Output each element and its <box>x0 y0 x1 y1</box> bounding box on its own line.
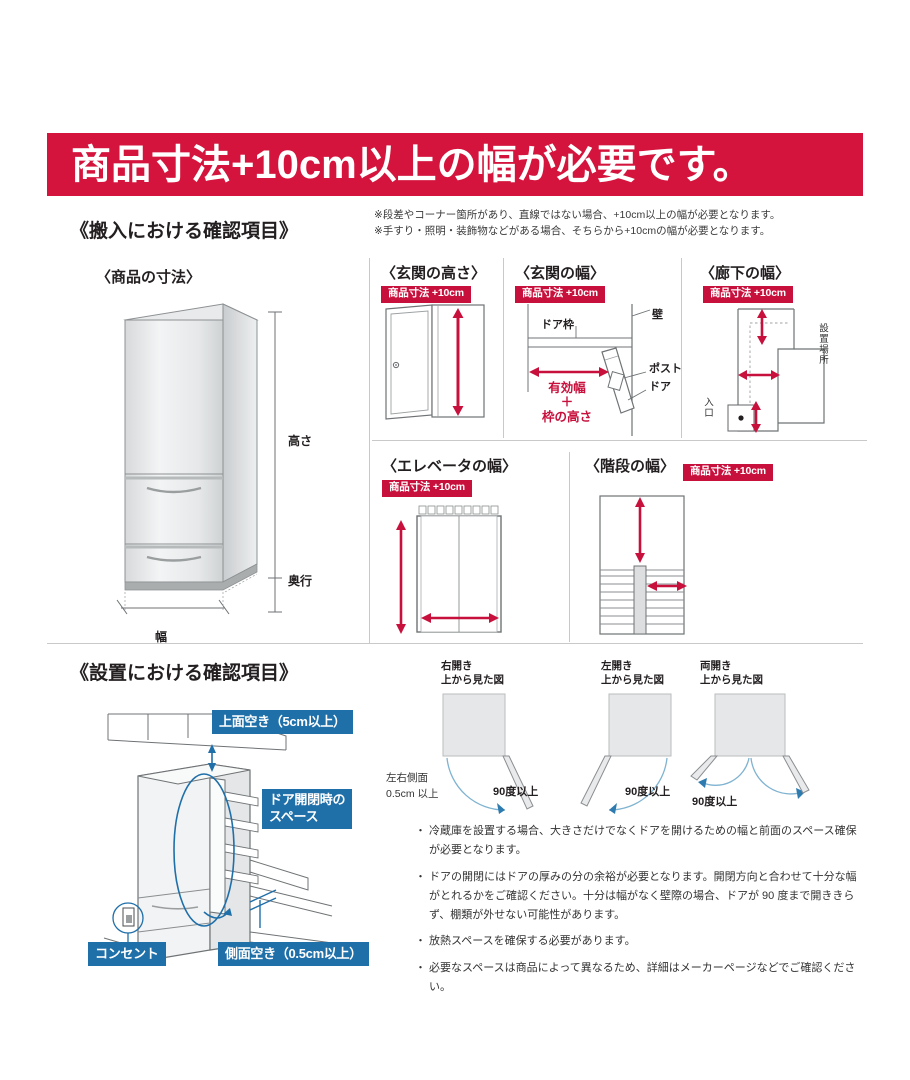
install-illustration <box>100 700 400 970</box>
swing-title-double: 両開き 上から見た図 <box>700 659 763 687</box>
effective-width-line1: 有効幅 <box>548 381 586 395</box>
stairs-illustration <box>588 490 738 640</box>
divider-horizontal-sections <box>47 643 863 644</box>
swing-title-left: 左開き 上から見た図 <box>601 659 664 687</box>
headline-text: 商品寸法+10cm以上の幅が必要です。 <box>71 142 753 187</box>
bullet-item-1: 冷蔵庫を設置する場合、大きさだけでなくドアを開けるための幅と前面のスペース確保が… <box>415 822 866 861</box>
swing-degree-right: 90度以上 <box>493 786 539 798</box>
callout-top-clearance: 上面空き（5cm以上） <box>212 710 353 734</box>
label-product-width: 幅 <box>155 630 168 644</box>
badge-stairs-width: 商品寸法 +10cm <box>683 461 773 481</box>
divider-vertical-stairs <box>569 452 570 642</box>
swing-diagram-right <box>437 690 567 815</box>
panel-title-entrance-width: 〈玄関の幅〉 <box>515 265 606 282</box>
badge-entrance-height: 商品寸法 +10cm <box>381 283 471 303</box>
label-installation-place: 設置場所 <box>817 323 828 365</box>
panel-product-size: 〈商品の寸法〉 <box>96 266 201 287</box>
notes-bullet-list: 冷蔵庫を設置する場合、大きさだけでなくドアを開けるための幅と前面のスペース確保が… <box>415 822 866 1004</box>
label-door: ドア <box>649 381 671 393</box>
swing-title-right: 右開き 上から見た図 <box>441 659 504 687</box>
top-notes: ※段差やコーナー箇所があり、直線ではない場合、+10cm以上の幅が必要となります… <box>374 207 874 240</box>
swing-degree-left: 90度以上 <box>625 786 671 798</box>
top-note-2: ※手すり・照明・装飾物などがある場合、そちらから+10cmの幅が必要となります。 <box>374 225 771 238</box>
elevator-illustration <box>385 500 520 640</box>
headline-banner: 商品寸法+10cm以上の幅が必要です。 <box>47 133 863 196</box>
note-side-clearance-line1: 左右側面 <box>386 772 428 784</box>
swing-degree-double: 90度以上 <box>692 796 738 808</box>
callout-outlet: コンセント <box>88 942 166 966</box>
swing-diagram-double <box>683 690 828 815</box>
swing-right-line1: 右開き <box>441 660 473 672</box>
label-post: ポスト <box>649 363 682 375</box>
bullet-item-2: ドアの開閉にはドアの厚みの分の余裕が必要となります。開閉方向と合わせて十分な幅が… <box>415 868 866 926</box>
badge-corridor-width: 商品寸法 +10cm <box>703 283 793 303</box>
badge-entrance-width: 商品寸法 +10cm <box>515 283 605 303</box>
carry-in-section-heading: 《搬入における確認項目》 <box>70 221 299 242</box>
swing-left-line2: 上から見た図 <box>601 674 664 687</box>
product-size-illustration <box>105 292 355 632</box>
label-wall: 壁 <box>652 309 663 321</box>
swing-double-line2: 上から見た図 <box>700 674 763 687</box>
swing-diagram-left <box>575 690 705 815</box>
panel-title-corridor-width: 〈廊下の幅〉 <box>700 265 791 282</box>
divider-horizontal-mid <box>372 440 867 441</box>
bullet-item-3: 放熱スペースを確保する必要があります。 <box>415 932 866 952</box>
panel-title-elevator-width: 〈エレベータの幅〉 <box>382 458 518 475</box>
swing-double-line1: 両開き <box>700 660 732 672</box>
divider-vertical-left <box>369 258 370 643</box>
swing-right-line2: 上から見た図 <box>441 674 504 687</box>
panel-title-stairs-width: 〈階段の幅〉 <box>585 458 676 475</box>
install-section-heading: 《設置における確認項目》 <box>70 663 299 684</box>
top-note-1: ※段差やコーナー箇所があり、直線ではない場合、+10cm以上の幅が必要となります… <box>374 209 781 221</box>
divider-vertical-entrance <box>503 258 504 438</box>
label-product-depth: 奥行 <box>288 574 313 588</box>
entrance-width-illustration <box>514 300 674 440</box>
note-side-clearance-line2: 0.5cm 以上 <box>386 787 439 800</box>
panel-title-entrance-height: 〈玄関の高さ〉 <box>381 265 487 282</box>
label-product-height: 高さ <box>288 434 313 448</box>
badge-elevator-width: 商品寸法 +10cm <box>382 477 472 497</box>
effective-width-line2: ＋ <box>560 395 574 410</box>
bullet-item-4: 必要なスペースは商品によって異なるため、詳細はメーカーページなどでご確認ください… <box>415 959 866 998</box>
label-entry: 入口 <box>702 397 713 418</box>
panel-title-product-size: 〈商品の寸法〉 <box>96 269 202 286</box>
label-door-frame: ドア枠 <box>541 319 574 331</box>
effective-width-line3: 枠の高さ <box>541 409 592 424</box>
swing-left-line1: 左開き <box>601 660 633 672</box>
callout-side-clearance: 側面空き（0.5cm以上） <box>218 942 369 966</box>
note-side-clearance: 左右側面 0.5cm 以上 <box>386 771 439 803</box>
divider-vertical-corridor <box>681 258 682 438</box>
callout-door-space: ドア開閉時の スペース <box>262 789 353 829</box>
corridor-illustration <box>716 305 861 437</box>
callout-door-space-line1: ドア開閉時の <box>269 792 346 807</box>
entrance-height-illustration <box>382 303 497 433</box>
callout-door-space-line2: スペース <box>269 808 319 824</box>
label-effective-width: 有効幅 ＋ 枠の高さ <box>527 381 607 424</box>
